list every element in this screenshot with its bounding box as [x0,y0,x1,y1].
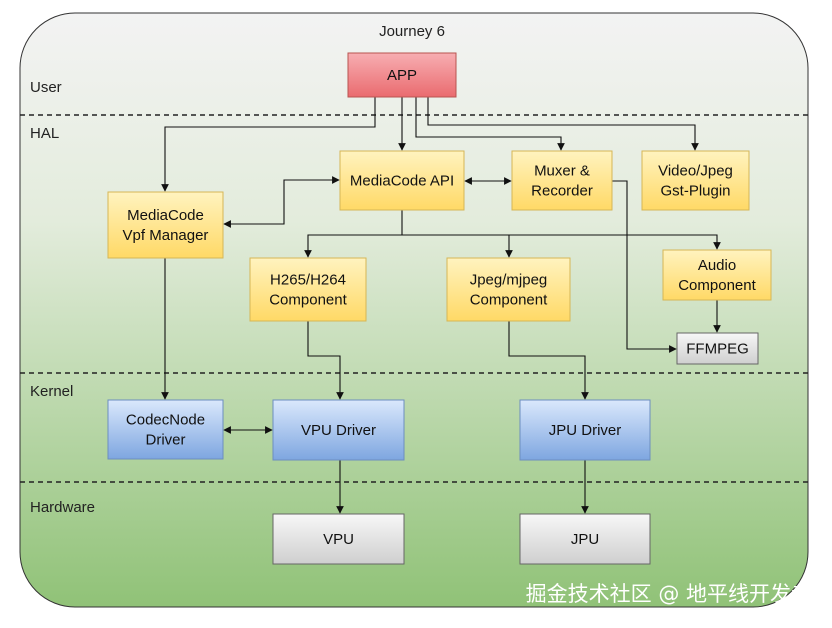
node-box-h265-component [249,257,367,322]
nodes: APP MediaCode API Muxer & Recorder Video/Jpe… [107,52,772,565]
node-label-vpf-manager: Vpf Manager [123,227,209,244]
node-label-muxer: Muxer & [534,163,590,180]
node-mediacode-api: MediaCode API [339,150,465,211]
node-box-mediacode-api [339,150,465,211]
node-label-app: APP [387,67,417,84]
node-label-gst-plugin: Video/Jpeg [658,163,733,180]
watermark: 掘金技术社区 @ 地平线开发者 [526,582,812,606]
node-ffmpeg: FFMPEG [676,332,759,365]
node-box-jpu [519,513,651,565]
node-vpu-driver: VPU Driver [272,399,405,461]
node-label-mediacode-api: MediaCode API [350,173,454,190]
edge-app-to-muxer [415,97,565,151]
edge-vpf-manager-to-mediacode-api [223,176,340,228]
node-box-vpu-driver [272,399,405,461]
node-label-vpu-driver: VPU Driver [301,422,376,439]
node-app: APP [347,52,457,98]
node-box-vpf-manager [107,191,224,259]
edge-muxer-to-ffmpeg [612,180,677,353]
node-box-app [347,52,457,98]
node-label-muxer: Recorder [531,183,593,200]
node-vpu: VPU [272,513,405,565]
node-label-ffmpeg: FFMPEG [686,341,749,358]
edge-mediacode-api-to-h265-component [304,210,403,258]
node-label-jpu-driver: JPU Driver [549,422,622,439]
node-label-jpeg-component: Jpeg/mjpeg [470,272,548,289]
edge-jpeg-component-to-jpu-driver [508,321,589,400]
edge-app-to-vpf-manager [161,97,376,192]
node-jpu: JPU [519,513,651,565]
node-label-audio-component: Audio [698,257,736,274]
node-label-jpu: JPU [571,531,599,548]
layer-label-kernel: Kernel [30,383,73,400]
diagram-title: Journey 6 [379,23,445,40]
node-box-audio-component [662,249,772,301]
node-box-jpeg-component [446,257,571,322]
node-box-muxer [511,150,613,211]
node-label-h265-component: H265/H264 [270,272,346,289]
node-label-vpf-manager: MediaCode [127,207,204,224]
node-muxer: Muxer & Recorder [511,150,613,211]
node-box-gst-plugin [641,150,750,211]
node-jpu-driver: JPU Driver [519,399,651,461]
node-box-codecnode-driver [107,399,224,460]
node-label-codecnode-driver: Driver [146,432,186,449]
node-label-jpeg-component: Component [470,292,548,309]
layer-label-hardware: Hardware [30,499,95,516]
node-box-jpu-driver [519,399,651,461]
edge-mediacode-api-to-audio-component [509,234,721,250]
node-label-h265-component: Component [269,292,347,309]
layer-label-hal: HAL [30,125,59,142]
node-label-vpu: VPU [323,531,354,548]
node-label-codecnode-driver: CodecNode [126,412,205,429]
edges [161,97,721,514]
node-box-ffmpeg [676,332,759,365]
node-box-vpu [272,513,405,565]
edge-h265-component-to-vpu-driver [307,321,344,400]
edge-app-to-gst-plugin [427,97,699,151]
node-label-audio-component: Component [678,277,756,294]
layer-label-user: User [30,79,62,96]
background-panel [19,12,809,608]
node-label-gst-plugin: Gst-Plugin [660,183,730,200]
